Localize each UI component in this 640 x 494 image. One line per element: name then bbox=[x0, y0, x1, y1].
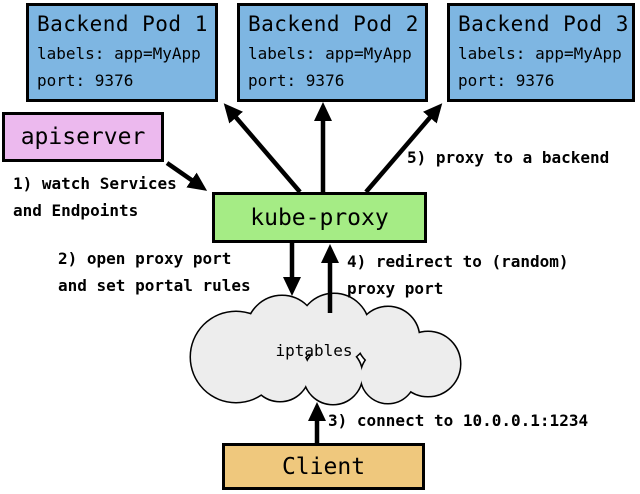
iptables-cloud bbox=[189, 292, 462, 406]
pod-title: Backend Pod 3 bbox=[458, 12, 629, 36]
annotation-line: and Endpoints bbox=[13, 201, 139, 220]
annotation-watch-services: 1) watch Services and Endpoints bbox=[13, 170, 177, 224]
client-box: Client bbox=[222, 443, 425, 490]
annotation-line: 2) open proxy port bbox=[58, 249, 232, 268]
annotation-line: 3) connect to 10.0.0.1:1234 bbox=[328, 411, 589, 430]
annotation-redirect: 4) redirect to (random) proxy port bbox=[347, 248, 569, 302]
pod-port-line: port: 9376 bbox=[37, 71, 134, 90]
apiserver-box: apiserver bbox=[2, 112, 164, 162]
pod-title: Backend Pod 1 bbox=[37, 12, 208, 36]
annotation-line: and set portal rules bbox=[58, 276, 251, 295]
client-label: Client bbox=[281, 453, 366, 480]
arrow-kube-proxy-to-pod3 bbox=[364, 103, 443, 194]
annotation-line: 5) proxy to a backend bbox=[407, 148, 610, 167]
annotation-line: 1) watch Services bbox=[13, 174, 177, 193]
backend-pod-2-box: Backend Pod 2 labels: app=MyApp port: 93… bbox=[237, 3, 428, 102]
backend-pod-3-box: Backend Pod 3 labels: app=MyApp port: 93… bbox=[447, 3, 635, 102]
annotation-open-proxy-port: 2) open proxy port and set portal rules bbox=[58, 245, 251, 299]
iptables-label: iptables bbox=[275, 341, 353, 360]
kube-proxy-box: kube-proxy bbox=[212, 192, 427, 243]
pod-title: Backend Pod 2 bbox=[248, 12, 419, 36]
arrow-apiserver-to-kube-proxy bbox=[165, 161, 208, 191]
pod-labels-line: labels: app=MyApp bbox=[248, 44, 412, 63]
apiserver-label: apiserver bbox=[20, 124, 146, 150]
annotation-proxy-to-backend: 5) proxy to a backend bbox=[407, 144, 609, 171]
kube-proxy-label: kube-proxy bbox=[250, 204, 389, 231]
arrow-kube-proxy-to-pod1 bbox=[223, 103, 302, 194]
pod-port-line: port: 9376 bbox=[458, 71, 555, 90]
annotation-connect: 3) connect to 10.0.0.1:1234 bbox=[328, 407, 588, 434]
annotation-line: 4) redirect to (random) bbox=[347, 252, 569, 271]
annotation-line: proxy port bbox=[347, 279, 444, 298]
backend-pod-1-box: Backend Pod 1 labels: app=MyApp port: 93… bbox=[26, 3, 218, 102]
pod-labels-line: labels: app=MyApp bbox=[37, 44, 201, 63]
pod-port-line: port: 9376 bbox=[248, 71, 345, 90]
pod-labels-line: labels: app=MyApp bbox=[458, 44, 622, 63]
